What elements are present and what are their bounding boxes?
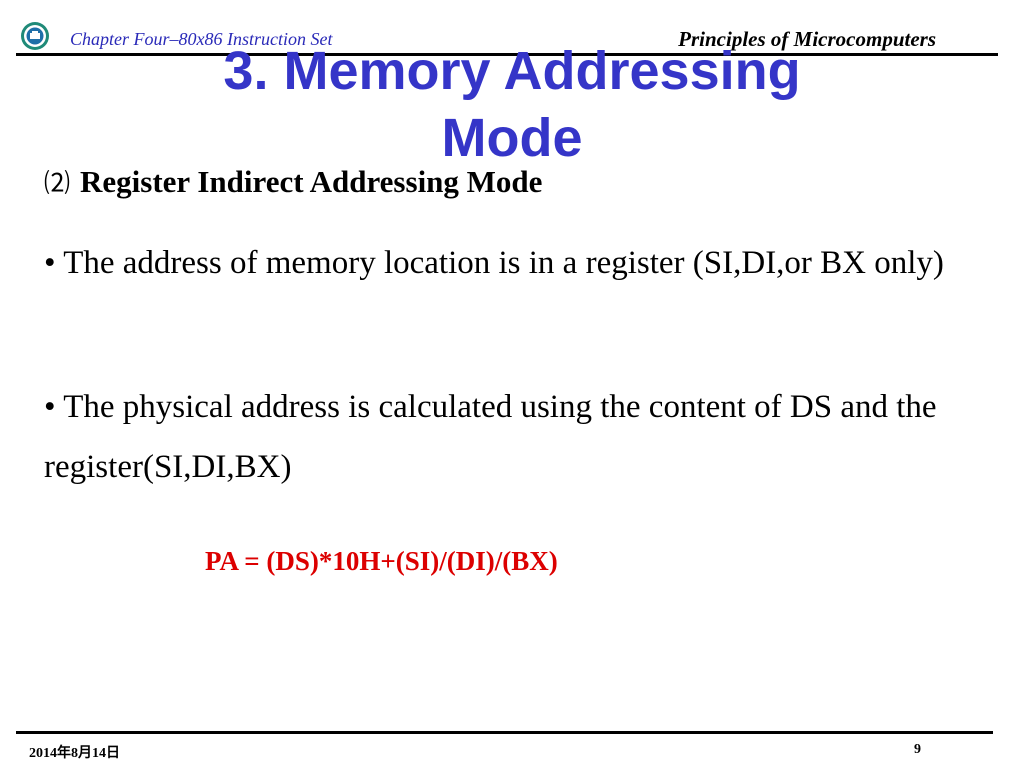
subheading-number: ⑵ — [44, 169, 71, 199]
chapter-header: Chapter Four–80x86 Instruction Set — [70, 29, 333, 49]
bullet-marker: • — [44, 389, 56, 425]
slide-title-line1: 3. Memory Addressing — [223, 41, 801, 101]
slide-title-line2: Mode — [441, 108, 583, 168]
subheading-text: Register Indirect Addressing Mode — [80, 164, 543, 199]
section-subheading: ⑵ Register Indirect Addressing Mode — [44, 163, 542, 200]
page-number: 9 — [914, 742, 921, 757]
address-formula: PA = (DS)*10H+(SI)/(DI)/(BX) — [205, 546, 558, 576]
bullet-item: • The physical address is calculated usi… — [44, 377, 1014, 497]
bullet-text: The address of memory location is in a r… — [63, 245, 944, 281]
bullet-marker: • — [44, 245, 56, 281]
slide-title: 3. Memory Addressing Mode — [0, 38, 1024, 172]
footer-divider — [16, 731, 993, 734]
course-header: Principles of Microcomputers — [678, 27, 936, 51]
university-seal-icon — [20, 21, 50, 51]
bullet-text: The physical address is calculated using… — [44, 389, 937, 485]
footer-date: 2014年8月14日 — [29, 746, 120, 761]
bullet-item: • The address of memory location is in a… — [44, 233, 1014, 293]
header-divider — [16, 53, 998, 56]
